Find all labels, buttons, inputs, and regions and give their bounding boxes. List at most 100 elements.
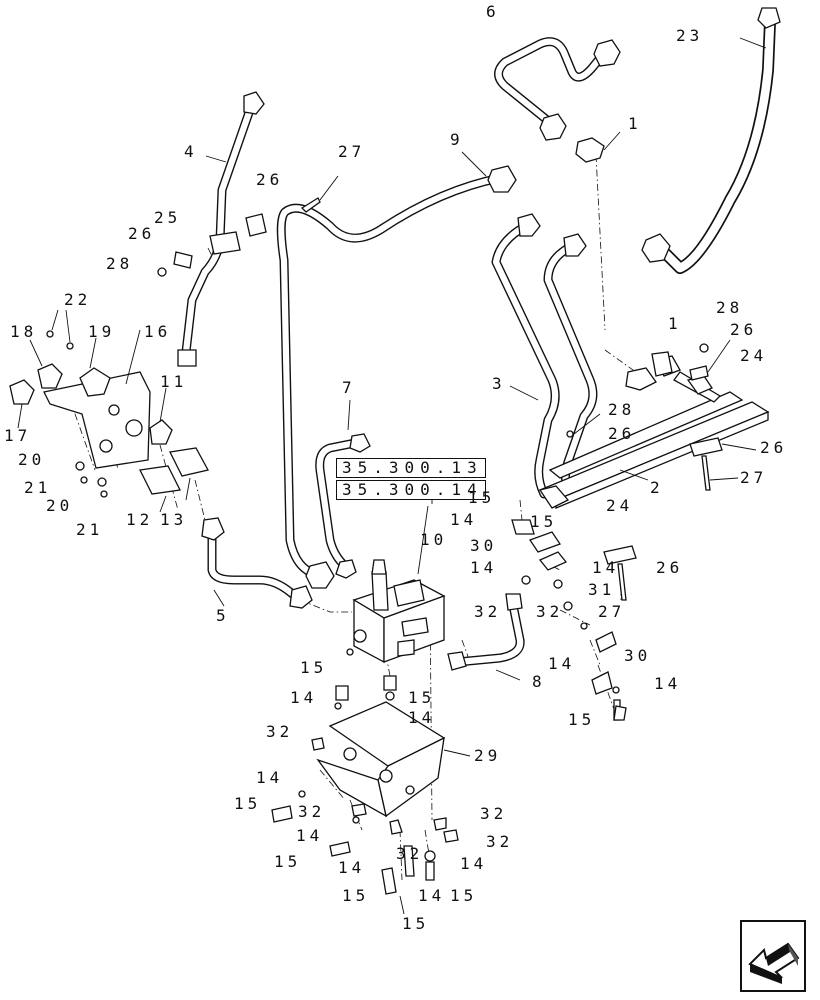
fittings-12-13 — [139, 447, 209, 513]
callout-4: 4 — [184, 142, 198, 161]
callout-31: 31 — [588, 580, 616, 599]
nut-18 — [29, 339, 63, 389]
callout-11: 11 — [160, 372, 188, 391]
callout-26: 26 — [760, 438, 788, 457]
callout-26: 26 — [730, 320, 758, 339]
callout-32: 32 — [474, 602, 502, 621]
fitting-1-top — [575, 131, 621, 163]
callout-8: 8 — [532, 672, 546, 691]
plate-26-right — [689, 339, 757, 457]
callout-14: 14 — [408, 708, 436, 727]
valve-block-10 — [346, 505, 446, 664]
bolt-27-right — [701, 455, 739, 491]
fitting-11 — [149, 387, 173, 445]
tube-8 — [447, 593, 525, 681]
screws-22 — [46, 309, 74, 350]
callout-15: 15 — [342, 886, 370, 905]
tube-5 — [201, 517, 313, 609]
fitting-1-right — [651, 351, 673, 377]
plate-26-top — [173, 213, 267, 269]
callout-15: 15 — [234, 794, 262, 813]
callout-29: 29 — [474, 746, 502, 765]
callout-3: 3 — [492, 374, 506, 393]
tube-6 — [494, 37, 621, 141]
callout-14: 14 — [654, 674, 682, 693]
callout-5: 5 — [216, 606, 230, 625]
callout-2: 2 — [650, 478, 664, 497]
washers-20-21 — [75, 461, 108, 498]
callout-15: 15 — [402, 914, 430, 933]
callout-23: 23 — [676, 26, 704, 45]
callout-26: 26 — [656, 558, 684, 577]
callout-26: 26 — [256, 170, 284, 189]
callout-15: 15 — [408, 688, 436, 707]
callout-20: 20 — [46, 496, 74, 515]
callout-17: 17 — [4, 426, 32, 445]
callout-18: 18 — [10, 322, 38, 341]
callout-14: 14 — [296, 826, 324, 845]
callout-30: 30 — [470, 536, 498, 555]
callout-15: 15 — [274, 852, 302, 871]
tube-9 — [276, 151, 517, 589]
callout-14: 14 — [256, 768, 284, 787]
callout-12: 12 — [126, 510, 154, 529]
nut-17 — [9, 379, 35, 429]
callout-15: 15 — [468, 488, 496, 507]
callout-16: 16 — [144, 322, 172, 341]
callout-7: 7 — [342, 378, 356, 397]
callout-26: 26 — [608, 424, 636, 443]
callout-24: 24 — [606, 496, 634, 515]
callout-25: 25 — [154, 208, 182, 227]
callout-15: 15 — [450, 886, 478, 905]
callout-14: 14 — [548, 654, 576, 673]
callout-28: 28 — [608, 400, 636, 419]
nut-28-right — [566, 343, 709, 438]
arrow-down-left-glyph — [748, 942, 800, 984]
callout-21: 21 — [76, 520, 104, 539]
callout-10: 10 — [420, 530, 448, 549]
callout-14: 14 — [470, 558, 498, 577]
callout-20: 20 — [18, 450, 46, 469]
callout-14: 14 — [290, 688, 318, 707]
callout-14: 14 — [338, 858, 366, 877]
callout-28: 28 — [106, 254, 134, 273]
callout-32: 32 — [480, 804, 508, 823]
callout-14: 14 — [460, 854, 488, 873]
callout-1: 1 — [628, 114, 642, 133]
bracket-16 — [43, 329, 151, 469]
callout-24: 24 — [740, 346, 768, 365]
arrow-down-left-icon[interactable] — [740, 920, 806, 992]
callout-27: 27 — [598, 602, 626, 621]
callout-15: 15 — [300, 658, 328, 677]
callout-6: 6 — [486, 2, 500, 21]
fitting-19 — [79, 337, 111, 397]
callout-32: 32 — [396, 844, 424, 863]
callout-32: 32 — [266, 722, 294, 741]
callout-32: 32 — [298, 802, 326, 821]
callout-27: 27 — [338, 142, 366, 161]
tube-4 — [177, 91, 265, 367]
callout-14: 14 — [418, 886, 446, 905]
callout-1: 1 — [668, 314, 682, 333]
callout-14: 14 — [450, 510, 478, 529]
callout-9: 9 — [450, 130, 464, 149]
fasteners — [271, 519, 637, 915]
callout-26: 26 — [128, 224, 156, 243]
callout-30: 30 — [624, 646, 652, 665]
hose-23 — [641, 7, 781, 274]
callout-19: 19 — [88, 322, 116, 341]
reference-35-300-14[interactable]: 35.300.14 — [336, 480, 486, 500]
callout-27: 27 — [740, 468, 768, 487]
tube-3 — [491, 213, 598, 499]
callout-15: 15 — [530, 512, 558, 531]
nut-28-top — [157, 267, 167, 277]
plate-29 — [316, 701, 471, 818]
callout-28: 28 — [716, 298, 744, 317]
callout-15: 15 — [568, 710, 596, 729]
tube-7 — [315, 399, 371, 579]
reference-35-300-13[interactable]: 35.300.13 — [336, 458, 486, 478]
callout-21: 21 — [24, 478, 52, 497]
callout-32: 32 — [536, 602, 564, 621]
